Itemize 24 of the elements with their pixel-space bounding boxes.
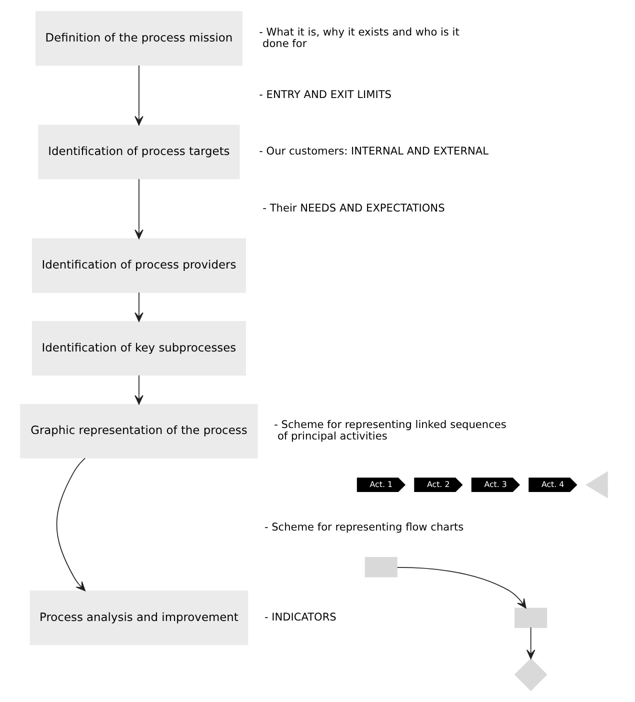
arrow xyxy=(134,292,144,322)
label: - Scheme for representing linked sequences of principal activities xyxy=(274,419,506,443)
label: - Scheme for representing flow charts xyxy=(264,521,464,534)
node-diamond xyxy=(514,658,548,692)
label: - ENTRY AND EXIT LIMITS xyxy=(259,88,392,101)
label: - What it is, why it exists and who is it done for xyxy=(259,26,460,50)
node-box: Identification of process targets xyxy=(38,124,240,180)
node-box: Definition of the process mission xyxy=(36,11,242,66)
arrow xyxy=(134,65,144,126)
node-box: Identification of process providers xyxy=(32,238,246,293)
arrow xyxy=(56,458,86,592)
arrow xyxy=(134,178,144,240)
node-box xyxy=(514,608,548,628)
node-box xyxy=(364,557,398,578)
label: - INDICATORS xyxy=(264,612,336,624)
arrow xyxy=(526,627,536,660)
node-box: Process analysis and improvement xyxy=(30,590,248,646)
node-box: Identification of key subprocesses xyxy=(32,321,246,376)
arrow xyxy=(134,374,144,405)
label: - Their NEEDS AND EXPECTATIONS xyxy=(262,202,445,215)
node-box: Graphic representation of the process xyxy=(20,404,258,458)
node-triangle xyxy=(585,471,608,498)
arrow xyxy=(396,567,526,608)
label: - Our customers: INTERNAL AND EXTERNAL xyxy=(259,146,489,158)
